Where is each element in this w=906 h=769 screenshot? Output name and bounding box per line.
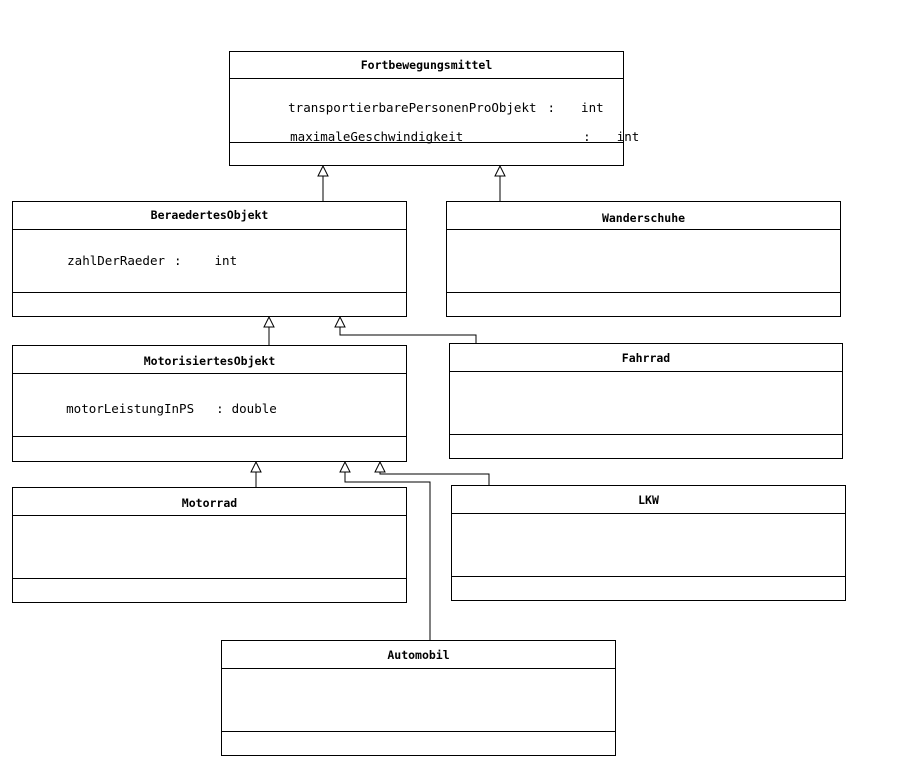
attribute-row: transportierbarePersonenProObjekt: int xyxy=(243,85,604,130)
generalization-arrowhead xyxy=(317,164,329,177)
class-name: Fahrrad xyxy=(450,344,842,372)
attribute-type: int xyxy=(616,129,640,144)
class-name: Motorrad xyxy=(13,488,406,516)
class-wanderschuhe: Wanderschuhe xyxy=(446,201,841,317)
class-motorrad: Motorrad xyxy=(12,487,407,603)
generalization-arrowhead xyxy=(374,460,386,473)
attribute-separator: : xyxy=(547,100,556,115)
class-automobil: Automobil xyxy=(221,640,616,756)
attribute-type: int xyxy=(581,100,604,115)
generalization-arrowhead xyxy=(334,315,346,328)
attribute-type: double xyxy=(231,401,277,416)
operations-compartment xyxy=(452,576,845,577)
operations-compartment xyxy=(13,292,406,293)
generalization-arrowhead xyxy=(263,315,275,328)
attribute-separator: : xyxy=(583,129,591,144)
attribute-name: zahlDerRaeder xyxy=(67,253,165,268)
attribute-separator: : xyxy=(216,401,224,416)
attribute-row: maximaleGeschwindigkeit: int xyxy=(245,114,639,159)
generalization-edge xyxy=(339,327,477,344)
class-name: Fortbewegungsmittel xyxy=(230,52,623,79)
attribute-type: int xyxy=(214,253,238,268)
attribute-row: motorLeistungInPS: double xyxy=(21,386,277,431)
operations-compartment xyxy=(230,142,623,143)
generalization-arrowhead xyxy=(339,460,351,473)
class-lkw: LKW xyxy=(451,485,846,601)
attribute-separator: : xyxy=(174,253,182,268)
attribute-name: motorLeistungInPS xyxy=(66,401,195,416)
operations-compartment xyxy=(447,292,840,293)
class-fahrrad: Fahrrad xyxy=(449,343,843,459)
generalization-edge xyxy=(344,472,431,641)
attribute-name: transportierbarePersonenProObjekt xyxy=(288,100,537,115)
attribute-name: maximaleGeschwindigkeit xyxy=(290,129,464,144)
class-name: MotorisiertesObjekt xyxy=(13,346,406,374)
generalization-arrowhead xyxy=(494,164,506,177)
class-name: BeraedertesObjekt xyxy=(13,202,406,230)
operations-compartment xyxy=(450,434,842,435)
class-name: LKW xyxy=(452,486,845,514)
operations-compartment xyxy=(13,578,406,579)
class-name: Automobil xyxy=(222,641,615,669)
class-name: Wanderschuhe xyxy=(447,202,840,230)
operations-compartment xyxy=(13,436,406,437)
generalization-edge xyxy=(379,472,490,486)
generalization-arrowhead xyxy=(250,460,262,473)
class-beraedertes-objekt: BeraedertesObjekt zahlDerRaeder: int xyxy=(12,201,407,317)
class-fortbewegungsmittel: Fortbewegungsmittel transportierbarePers… xyxy=(229,51,639,166)
attribute-row: zahlDerRaeder: int xyxy=(22,238,237,283)
operations-compartment xyxy=(222,731,615,732)
class-motorisiertes-objekt: MotorisiertesObjekt motorLeistungInPS: do… xyxy=(12,345,407,462)
